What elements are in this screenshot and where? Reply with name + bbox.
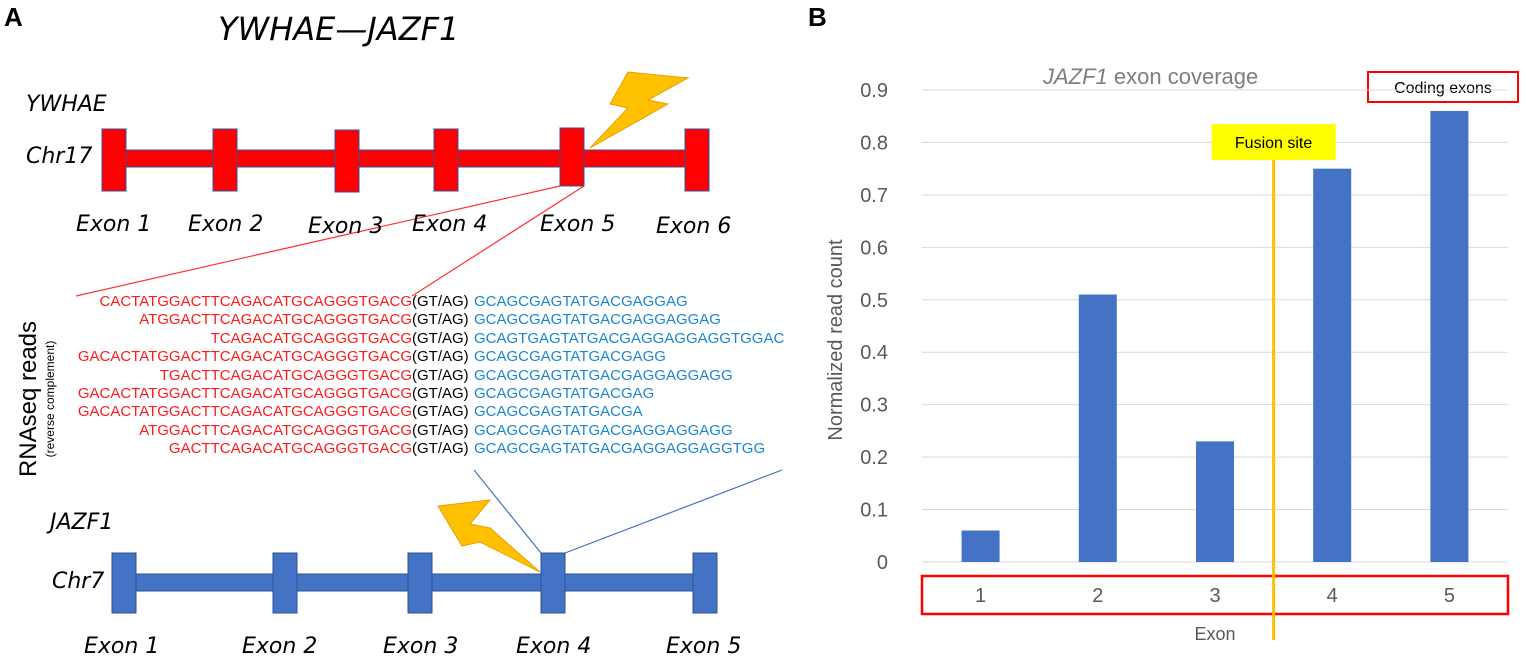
jazf1-exon-2 — [272, 552, 298, 614]
x-tick-label: 4 — [1327, 585, 1338, 607]
lightning-bolt-icon — [589, 71, 690, 149]
read-left-sequence: ATGGACTTCAGACATGCAGGGTGACG — [139, 421, 412, 439]
jazf1-exon-5 — [692, 552, 718, 614]
y-tick-label: 0.5 — [860, 290, 888, 312]
read-right-sequence: GCAGCGAGTATGACGAGGAG — [474, 293, 688, 310]
gene-structure-diagram — [75, 71, 783, 614]
x-tick-label: 5 — [1444, 585, 1455, 607]
x-axis-label: Exon — [1194, 624, 1235, 644]
rnaseq-reads-axis-label: RNAseq reads (reverse complement) — [15, 299, 57, 499]
read-junction: (GT/AG) — [412, 421, 469, 439]
rnaseq-reads-label: RNAseq reads — [15, 320, 42, 478]
y-axis-label: Normalized read count — [825, 239, 847, 441]
read-right-sequence: GCAGCGAGTATGACGA — [474, 403, 643, 421]
read-junction: (GT/AG) — [412, 329, 469, 347]
y-tick-label: 0.6 — [860, 237, 888, 259]
read-right-sequence: GCAGCGAGTATGACGAGGAGGAGG — [474, 366, 733, 384]
bar-exon-2 — [1078, 294, 1117, 562]
zoom-line-blue-left — [473, 469, 542, 554]
ywhae-exon-label: Exon 1 — [76, 212, 152, 237]
jazf1-exon-label: Exon 4 — [516, 634, 592, 659]
read-junction: (GT/AG) — [412, 385, 469, 402]
jazf1-exon-4 — [540, 552, 566, 614]
coding-exons-legend-text: Coding exons — [1394, 80, 1492, 97]
gene1-name: YWHAE — [26, 92, 107, 117]
coding-exons-legend-box — [1367, 71, 1519, 103]
jazf1-exon-label: Exon 2 — [242, 634, 318, 659]
y-tick-label: 0.4 — [860, 342, 888, 364]
gene1-chromosome: Chr17 — [26, 144, 93, 169]
y-tick-label: 0.9 — [860, 80, 888, 102]
gene2-name: JAZF1 — [50, 510, 114, 535]
zoom-line-red-left — [75, 185, 561, 297]
read-left-sequence: GACACTATGGACTTCAGACATGCAGGGTGACG — [77, 385, 412, 402]
read-junction: (GT/AG) — [412, 293, 469, 310]
read-right-sequence: GCAGCGAGTATGACGAGGAGGAGG — [474, 421, 733, 439]
y-tick-label: 0 — [877, 552, 888, 574]
panel-a-letter: A — [4, 2, 23, 32]
read-left-sequence: ATGGACTTCAGACATGCAGGGTGACG — [139, 311, 412, 329]
panel-b-letter: B — [808, 2, 827, 32]
y-tick-label: 0.7 — [860, 185, 888, 207]
read-junction: (GT/AG) — [412, 366, 469, 384]
read-junction: (GT/AG) — [412, 348, 469, 366]
x-tick-label: 1 — [975, 585, 986, 607]
ywhae-exon-label: Exon 6 — [656, 214, 732, 239]
ywhae-exon-label: Exon 3 — [308, 214, 384, 239]
jazf1-exon-3 — [407, 552, 433, 614]
y-tick-label: 0.2 — [860, 447, 888, 469]
read-right-sequence: GCAGCGAGTATGACGAGGAGGAGGTGG — [474, 440, 766, 458]
read-right-sequence: GCAGCGAGTATGACGAG — [474, 385, 655, 402]
ywhae-exon-3 — [334, 129, 360, 193]
chart-title: JAZF1 exon coverage — [1042, 64, 1258, 89]
ywhae-backbone — [109, 149, 701, 168]
ywhae-exon-label: Exon 4 — [412, 212, 488, 237]
bar-exon-5 — [1430, 110, 1469, 562]
read-left-sequence: GACACTATGGACTTCAGACATGCAGGGTGACG — [77, 348, 412, 366]
read-junction: (GT/AG) — [412, 440, 469, 458]
jazf1-exon-label: Exon 1 — [84, 634, 160, 659]
read-left-sequence: GACTTCAGACATGCAGGGTGACG — [168, 440, 412, 458]
jazf1-exon-label: Exon 5 — [666, 634, 742, 659]
lightning-bolt-icon — [437, 499, 541, 573]
fusion-site-label-bg — [1211, 124, 1336, 160]
bar-exon-3 — [1196, 441, 1234, 562]
ywhae-exon-5 — [559, 127, 585, 187]
read-left-sequence: TGACTTCAGACATGCAGGGTGACG — [159, 366, 412, 384]
ywhae-exon-4 — [433, 128, 459, 192]
y-tick-label: 0.1 — [860, 500, 888, 522]
read-junction: (GT/AG) — [412, 311, 469, 329]
read-junction: (GT/AG) — [412, 403, 469, 421]
jazf1-exon-1 — [111, 552, 137, 614]
y-tick-label: 0.3 — [860, 395, 888, 417]
y-tick-label: 0.8 — [860, 132, 888, 154]
read-right-sequence: GCAGTGAGTATGACGAGGAGGAGGTGGAC — [474, 329, 785, 347]
coding-exons-highlight-box — [920, 574, 1510, 616]
zoom-line-blue-right — [564, 469, 783, 554]
bar-exon-1 — [961, 530, 1000, 562]
ywhae-exon-2 — [212, 128, 238, 192]
exon-coverage-chart: JAZF1 exon coverage Coding exons 0 0.1 0.2… — [825, 64, 1519, 644]
ywhae-exon-label: Exon 5 — [540, 212, 616, 237]
read-left-sequence: GACACTATGGACTTCAGACATGCAGGGTGACG — [77, 403, 412, 421]
read-right-sequence: GCAGCGAGTATGACGAGGAGGAG — [474, 311, 721, 329]
ywhae-exon-label: Exon 2 — [188, 212, 264, 237]
read-left-sequence: TCAGACATGCAGGGTGACG — [210, 329, 412, 347]
x-tick-label: 2 — [1092, 585, 1103, 607]
x-tick-label: 3 — [1209, 585, 1220, 607]
fusion-site-label: Fusion site — [1235, 135, 1312, 152]
zoom-line-red-right — [411, 185, 585, 297]
fusion-title: YWHAE—JAZF1 — [218, 10, 460, 48]
reverse-complement-label: (reverse complement) — [43, 340, 57, 458]
read-right-sequence: GCAGCGAGTATGACGAGG — [474, 348, 666, 366]
jazf1-exon-label: Exon 3 — [383, 634, 459, 659]
read-left-sequence: CACTATGGACTTCAGACATGCAGGGTGACG — [99, 293, 412, 310]
ywhae-exon-1 — [101, 128, 127, 192]
bar-exon-4 — [1313, 168, 1352, 562]
ywhae-exon-6 — [684, 128, 710, 192]
gene2-chromosome: Chr7 — [52, 569, 105, 594]
